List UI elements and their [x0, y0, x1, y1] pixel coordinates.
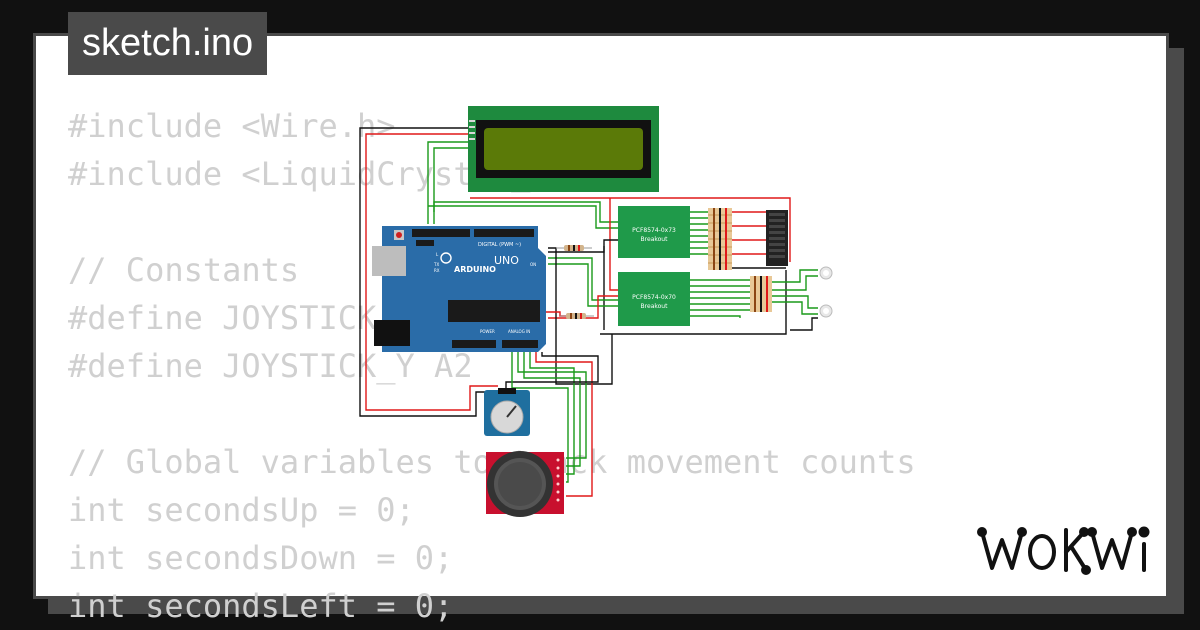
digital-header-2 [474, 229, 534, 237]
arduino-tx-label: TX [433, 262, 439, 267]
pcf8574-breakout-bottom: PCF8574-0x70 Breakout [618, 272, 690, 326]
joystick [486, 451, 564, 517]
power-jack [374, 320, 410, 346]
code-line: int secondsUp = 0; [68, 491, 415, 529]
lcd-pin [469, 126, 475, 128]
pcf-top-label-1: PCF8574-0x73 [632, 227, 676, 234]
arduino-on-label: ON [530, 262, 536, 267]
digital-header-1 [412, 229, 470, 237]
arduino-logo-mark [440, 252, 452, 264]
code-line: int secondsDown = 0; [68, 539, 454, 577]
pcf8574-breakout-top: PCF8574-0x73 Breakout [618, 206, 690, 258]
atmega-chip [448, 300, 540, 322]
wire-ground-rail [600, 270, 787, 335]
wire-joystick [505, 352, 599, 392]
potentiometer [484, 388, 530, 436]
code-line: #define JOYSTICK_Y A2 [68, 347, 473, 385]
arduino-model: UNO [494, 254, 519, 267]
wire-resistor [548, 247, 613, 385]
wire-vcc [365, 133, 498, 411]
wire-power-rail [470, 197, 791, 262]
wire-out [772, 269, 818, 283]
wire-out [772, 295, 818, 309]
wire-i2c-bus [433, 201, 618, 223]
wire-out [690, 315, 741, 318]
wire-joystick [523, 352, 581, 467]
arduino-analog-label: ANALOG IN [508, 329, 530, 334]
power-header [452, 340, 496, 348]
lcd-pin [469, 120, 475, 122]
wires [359, 127, 818, 497]
lcd-pin [469, 138, 475, 140]
wire-gnd [359, 127, 492, 417]
code-preview: #include <Wire.h>#include <LiquidCrystal… [68, 102, 916, 630]
rgb-led [819, 266, 833, 280]
wire-joystick [529, 352, 575, 475]
usb-port [372, 246, 406, 276]
arduino-uno: DIGITAL (PWM ~) ARDUINO UNO ON L TX RX P… [372, 226, 546, 352]
wire-joystick [511, 352, 569, 483]
pcf-bottom-label-1: PCF8574-0x70 [632, 294, 676, 301]
arduino-brand: ARDUINO [454, 265, 496, 274]
pcf-board [618, 206, 690, 258]
wire-scl [433, 147, 470, 224]
wire-out [772, 301, 818, 315]
arduino-rx-label: RX [434, 268, 440, 273]
wire-signal [548, 239, 618, 253]
code-line: // Constants [68, 251, 300, 289]
lcd-display [468, 106, 659, 192]
wire-out [790, 317, 818, 331]
resistor-bank-top [708, 208, 732, 270]
resistor [556, 245, 592, 251]
analog-header [502, 340, 538, 348]
wire-sda [427, 141, 470, 224]
reset-button-cap [396, 232, 402, 238]
icsp-header [416, 240, 434, 246]
wire-signal [548, 263, 618, 307]
wire-power-rail [609, 198, 618, 291]
wire-joystick [535, 352, 593, 497]
pcf-board [618, 272, 690, 326]
resistor [560, 313, 594, 319]
code-line: int secondsLeft = 0; [68, 587, 454, 625]
wire-i2c-bus [428, 205, 618, 229]
code-line: #include <Wire.h> [68, 107, 396, 145]
arduino-l-label: L [436, 252, 439, 257]
wire-out [772, 275, 818, 291]
resistor-bank-bottom [750, 276, 772, 312]
wokwi-logo [977, 526, 1150, 575]
wire-signal [548, 257, 618, 301]
lcd-pin [469, 132, 475, 134]
rgb-led [819, 304, 833, 318]
arduino-digital-label: DIGITAL (PWM ~) [478, 242, 521, 248]
arduino-power-label: POWER [480, 329, 495, 334]
pcf-bottom-label-2: Breakout [641, 303, 669, 310]
led-bar-graph [766, 210, 788, 266]
file-title-badge: sketch.ino [68, 12, 268, 75]
pcf-top-label-2: Breakout [641, 236, 669, 243]
pot-indicator [506, 405, 517, 418]
lcd-screen [484, 128, 643, 170]
